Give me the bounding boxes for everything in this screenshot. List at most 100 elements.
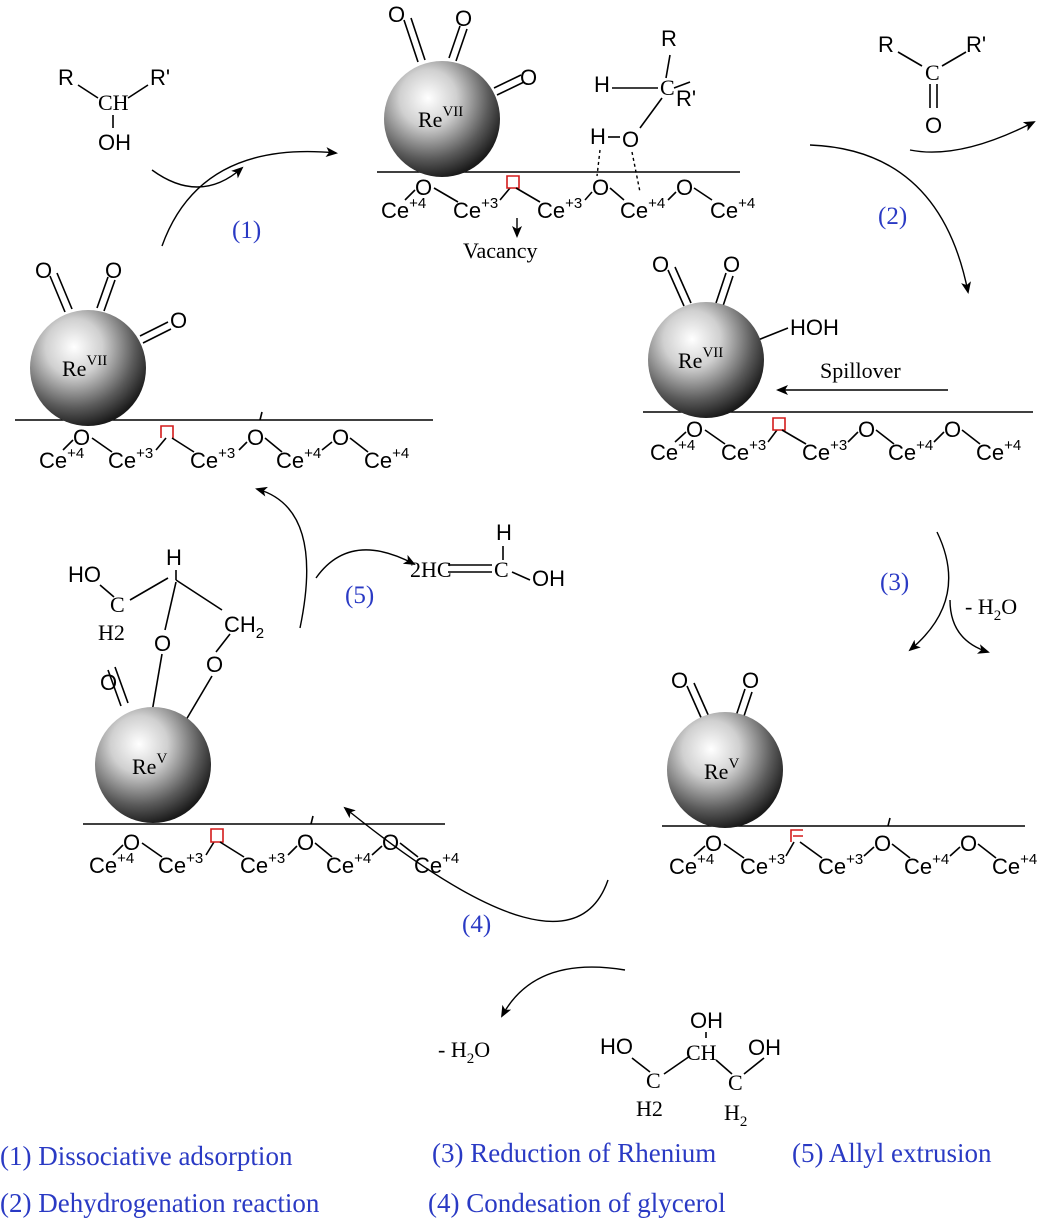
ketone-o: O	[925, 113, 942, 138]
bond	[949, 846, 961, 857]
arrow-step-4	[343, 806, 609, 922]
arrow-enol-out	[315, 549, 416, 579]
alcohol-molecule: R CH R' OH	[58, 65, 170, 155]
legend-item-3: (3) Reduction of Rhenium	[432, 1138, 716, 1168]
vacancy-mark	[790, 829, 803, 842]
oxo-o: O	[652, 252, 669, 277]
rhenium-label: ReV	[704, 756, 739, 784]
lattice-ce: Ce+4	[620, 195, 665, 223]
lattice-ce: Ce+4	[39, 445, 84, 473]
legend-item-2: (2) Dehydrogenation reaction	[0, 1188, 320, 1218]
adsorbed-h-o: H	[590, 124, 606, 149]
step-label-3: (3)	[880, 569, 909, 596]
bond	[663, 1055, 691, 1075]
legend-item-1: (1) Dissociative adsorption	[0, 1141, 293, 1171]
lattice-ce: Ce+3	[108, 445, 153, 473]
adsorbed-r: R	[661, 26, 677, 51]
ketone-r-prime: R'	[966, 32, 986, 57]
oxo-bond	[403, 19, 419, 63]
water-loss-3: - H2O	[965, 594, 1017, 624]
vacancy-mark	[772, 417, 786, 431]
h-bond	[631, 151, 641, 193]
oxo-o: O	[455, 6, 472, 31]
bond	[129, 577, 169, 601]
glycerol-oh-right: OH	[748, 1035, 781, 1060]
oxo-o: O	[105, 258, 122, 283]
lattice-o: O	[960, 831, 977, 856]
spillover-label: Spillover	[820, 358, 901, 383]
bond	[891, 843, 911, 859]
bond-tick	[259, 411, 263, 421]
bond	[933, 431, 945, 443]
ketone-c: C	[925, 60, 940, 85]
lattice-o: O	[332, 425, 349, 450]
oxo-bond	[667, 269, 685, 307]
vacancy-mark	[160, 425, 174, 438]
oxo-o: O	[100, 670, 117, 695]
vacancy-label: Vacancy	[463, 238, 538, 263]
lattice-ce: Ce+3	[802, 437, 847, 465]
step-label-2: (2)	[878, 203, 907, 230]
adsorbed-o: O	[622, 127, 639, 152]
panel-right: O O HOH ReVII Spillover Ce+4 O Ce+3 Ce+3…	[643, 252, 1033, 465]
legend: (1) Dissociative adsorption (2) Dehydrog…	[0, 1138, 992, 1218]
bond	[665, 54, 671, 79]
oxo-bond	[142, 328, 172, 344]
arrow-step-5	[255, 486, 308, 629]
cycle-arrows	[151, 121, 1036, 1018]
legend-item-4: (4) Condesation of glycerol	[428, 1188, 726, 1218]
lattice-o: O	[73, 425, 90, 450]
bond	[863, 846, 875, 857]
bond	[215, 633, 231, 653]
lattice-ce: Ce+4	[276, 445, 321, 473]
alcohol-ch: CH	[98, 90, 129, 115]
bond	[433, 187, 459, 203]
step-label-5: (5)	[345, 582, 374, 609]
bond	[112, 844, 124, 856]
legend-item-5: (5) Allyl extrusion	[792, 1138, 992, 1168]
panel-top-center: O O O ReVII R H C R' H O Ce+4 O Ce+3 Ce+…	[377, 2, 755, 263]
bond	[511, 571, 531, 581]
ketone-molecule: R C R' O	[878, 32, 986, 138]
glycerol-ch: CH	[686, 1040, 717, 1065]
oxo-bond	[139, 321, 169, 337]
bond	[238, 441, 248, 451]
oxo-bond	[496, 81, 525, 96]
oxo-bond	[686, 685, 704, 723]
bond	[314, 842, 333, 858]
lattice-ce: Ce+4	[904, 851, 949, 879]
bond	[151, 653, 163, 713]
arrow-glycerol-in	[501, 966, 626, 1018]
bond	[349, 437, 369, 453]
bond	[847, 431, 859, 443]
vacancy-mark	[210, 828, 224, 843]
glycerol-oh-top: OH	[690, 1008, 723, 1033]
bond	[185, 675, 213, 721]
arrow-ketone-out	[909, 121, 1036, 153]
oxo-bond	[114, 666, 129, 704]
oxo-bond	[693, 682, 711, 720]
bond	[941, 51, 967, 67]
oxo-bond	[722, 275, 734, 307]
ketone-r: R	[878, 32, 894, 57]
bond	[715, 1059, 733, 1075]
oxo-bond	[448, 25, 461, 59]
oxo-bond	[715, 272, 727, 304]
lattice-ce: Ce+4	[888, 437, 933, 465]
lattice-ce: Ce+4	[381, 195, 426, 223]
lattice-o: O	[592, 175, 609, 200]
lattice-ce: Ce+4	[89, 850, 134, 878]
bond	[155, 437, 167, 451]
rhenium-label: ReVII	[678, 345, 723, 373]
bond	[673, 81, 691, 89]
lattice-o: O	[944, 417, 961, 442]
bond	[515, 187, 541, 203]
step-label-1: (1)	[232, 217, 261, 244]
adsorbed-r-prime: R'	[676, 86, 696, 111]
bond	[875, 429, 895, 445]
vacancy-mark	[506, 175, 520, 189]
panel-left: O O O ReVII Ce+4 O Ce+3 Ce+3 O Ce+4 O Ce…	[15, 258, 433, 473]
lattice-ce: Ce+4	[669, 851, 714, 879]
lattice-ce: Ce+4	[650, 437, 695, 465]
